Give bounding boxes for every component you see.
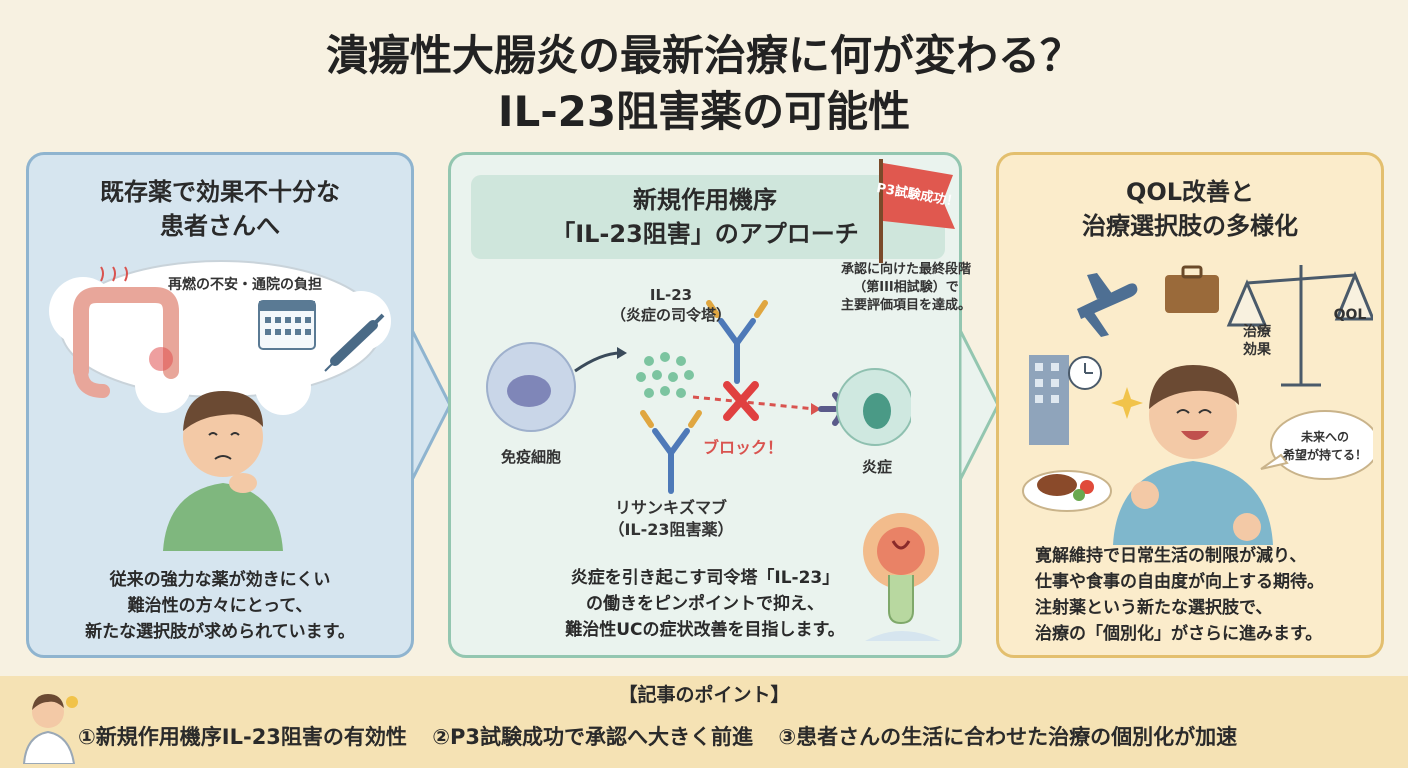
flag-note-line-2: （第III相試験）で — [853, 280, 959, 295]
middle-caption-line-1: 炎症を引き起こす司令塔「IL-23」 — [570, 568, 840, 588]
drug-label-line-2: （IL-23阻害薬） — [608, 520, 734, 539]
title-line-2: IL-23阻害薬の可能性 — [497, 87, 911, 136]
cell-to-il23-arrow — [574, 351, 622, 373]
drug-label-line-1: リサンキズマブ — [614, 498, 727, 517]
article-points-title: 【記事のポイント】 — [618, 684, 790, 706]
right-heading-line-2: 治療選択肢の多様化 — [1082, 212, 1298, 240]
article-point-1: ①新規作用機序IL-23阻害の有効性 — [78, 725, 407, 749]
blocked-signal-arrow — [692, 395, 816, 411]
inflammation-label: 炎症 — [861, 458, 892, 476]
title-line-1: 潰瘍性大腸炎の最新治療に何が変わる？ — [325, 31, 1082, 80]
doctor-avatar — [22, 694, 78, 764]
worried-patient-illustration: 再燃の不安・通院の負担 — [49, 260, 391, 551]
scale-left-label-line-2: 効果 — [1243, 342, 1271, 358]
il23-label-line-1: IL-23 — [649, 286, 693, 304]
left-caption-line-1: 従来の強力な薬が効きにくい — [109, 570, 331, 590]
scale-left-label-line-1: 治療 — [1243, 324, 1271, 340]
right-heading-line-1: QOL改善と — [1125, 178, 1255, 206]
left-heading-line-2: 患者さんへ — [160, 212, 280, 240]
middle-heading-line-2: 「IL-23阻害」のアプローチ — [551, 220, 859, 248]
scale-left-label: 治療 効果 — [1227, 323, 1287, 359]
colon-icon — [73, 266, 179, 398]
speech-text-line-1: 未来への — [1300, 429, 1349, 444]
block-x-icon — [723, 381, 759, 421]
balance-scale-icon — [1226, 265, 1373, 387]
speech-bubble — [1260, 410, 1373, 480]
left-caption-line-2: 難治性の方々にとって、 — [127, 596, 313, 616]
article-points-bar — [0, 676, 1408, 768]
inflamed-intestine-illustration — [863, 513, 941, 641]
scale-right-label: QOL — [1333, 307, 1367, 323]
happy-patient-illustration: 未来への 希望が持てる！ — [1022, 265, 1373, 545]
middle-heading-line-1: 新規作用機序 — [633, 186, 777, 214]
article-points-list: ①新規作用機序IL-23阻害の有効性 ②P3試験成功で承認へ大きく前進 ③患者さ… — [78, 722, 1398, 752]
panel-qol-improvement: QOL改善と 治療選択肢の多様化 — [996, 152, 1384, 658]
arrow-middle-to-right — [960, 330, 1000, 480]
drug-label: リサンキズマブ （IL-23阻害薬） — [571, 497, 771, 541]
syringe-icon — [324, 313, 385, 372]
briefcase-icon — [1165, 265, 1219, 313]
patient-figure — [163, 391, 283, 551]
il23-label: IL-23 （炎症の司令塔） — [601, 285, 741, 325]
thought-text: 再燃の不安・通院の負担 — [168, 276, 322, 293]
left-heading-line-1: 既存薬で効果不十分な — [100, 178, 340, 206]
article-point-2: ②P3試験成功で承認へ大きく前進 — [432, 725, 754, 749]
block-label: ブロック！ — [703, 438, 783, 457]
panel-il23-approach: 新規作用機序 「IL-23阻害」のアプローチ P3試験成功！ 承認に向けた最終段… — [448, 152, 971, 658]
right-caption-line-3: 注射薬という新たな選択肢で、 — [1035, 598, 1273, 618]
middle-caption-line-3: 難治性UCの症状改善を目指します。 — [565, 620, 845, 640]
sparkle-icon — [1111, 387, 1143, 419]
p3-success-flag: P3試験成功！ — [875, 159, 960, 263]
il23-molecules — [636, 352, 694, 398]
arrow-left-to-middle — [412, 330, 452, 480]
left-caption-line-3: 新たな選択肢が求められています。 — [85, 622, 355, 642]
mechanism-diagram: ブロック！ — [486, 300, 911, 494]
panel-existing-drugs: 既存薬で効果不十分な 患者さんへ 再燃の不安・通院の負担 — [26, 152, 414, 658]
right-caption-line-4: 治療の「個別化」がさらに進みます。 — [1035, 624, 1323, 644]
right-caption-line-1: 寛解維持で日常生活の制限が減り、 — [1035, 546, 1307, 566]
article-point-3: ③患者さんの生活に合わせた治療の個別化が加速 — [778, 725, 1238, 749]
food-plate-icon — [1022, 470, 1112, 512]
flag-note: 承認に向けた最終段階 （第III相試験）で 主要評価項目を達成。 — [831, 261, 981, 315]
il23-label-line-2: （炎症の司令塔） — [610, 306, 731, 324]
speech-text-line-2: 希望が持てる！ — [1282, 447, 1367, 462]
flag-note-line-3: 主要評価項目を達成。 — [840, 298, 971, 313]
page-title: 潰瘍性大腸炎の最新治療に何が変わる？ IL-23阻害薬の可能性 — [0, 28, 1408, 140]
immune-cell-label: 免疫細胞 — [500, 448, 561, 466]
calendar-icon — [258, 300, 316, 350]
inflammation-cell-icon — [836, 368, 911, 446]
antibody-icon-top — [706, 300, 768, 384]
flag-note-line-1: 承認に向けた最終段階 — [840, 262, 971, 277]
middle-caption-line-2: の働きをピンポイントで抑え、 — [586, 594, 824, 614]
happy-patient-figure — [1113, 365, 1273, 545]
antibody-icon-bottom — [640, 410, 702, 494]
immune-cell-icon — [486, 342, 576, 432]
right-caption-line-2: 仕事や食事の自由度が向上する期待。 — [1035, 572, 1324, 592]
office-building-icon — [1029, 355, 1102, 445]
airplane-icon — [1077, 273, 1138, 337]
middle-heading-box — [471, 175, 945, 259]
